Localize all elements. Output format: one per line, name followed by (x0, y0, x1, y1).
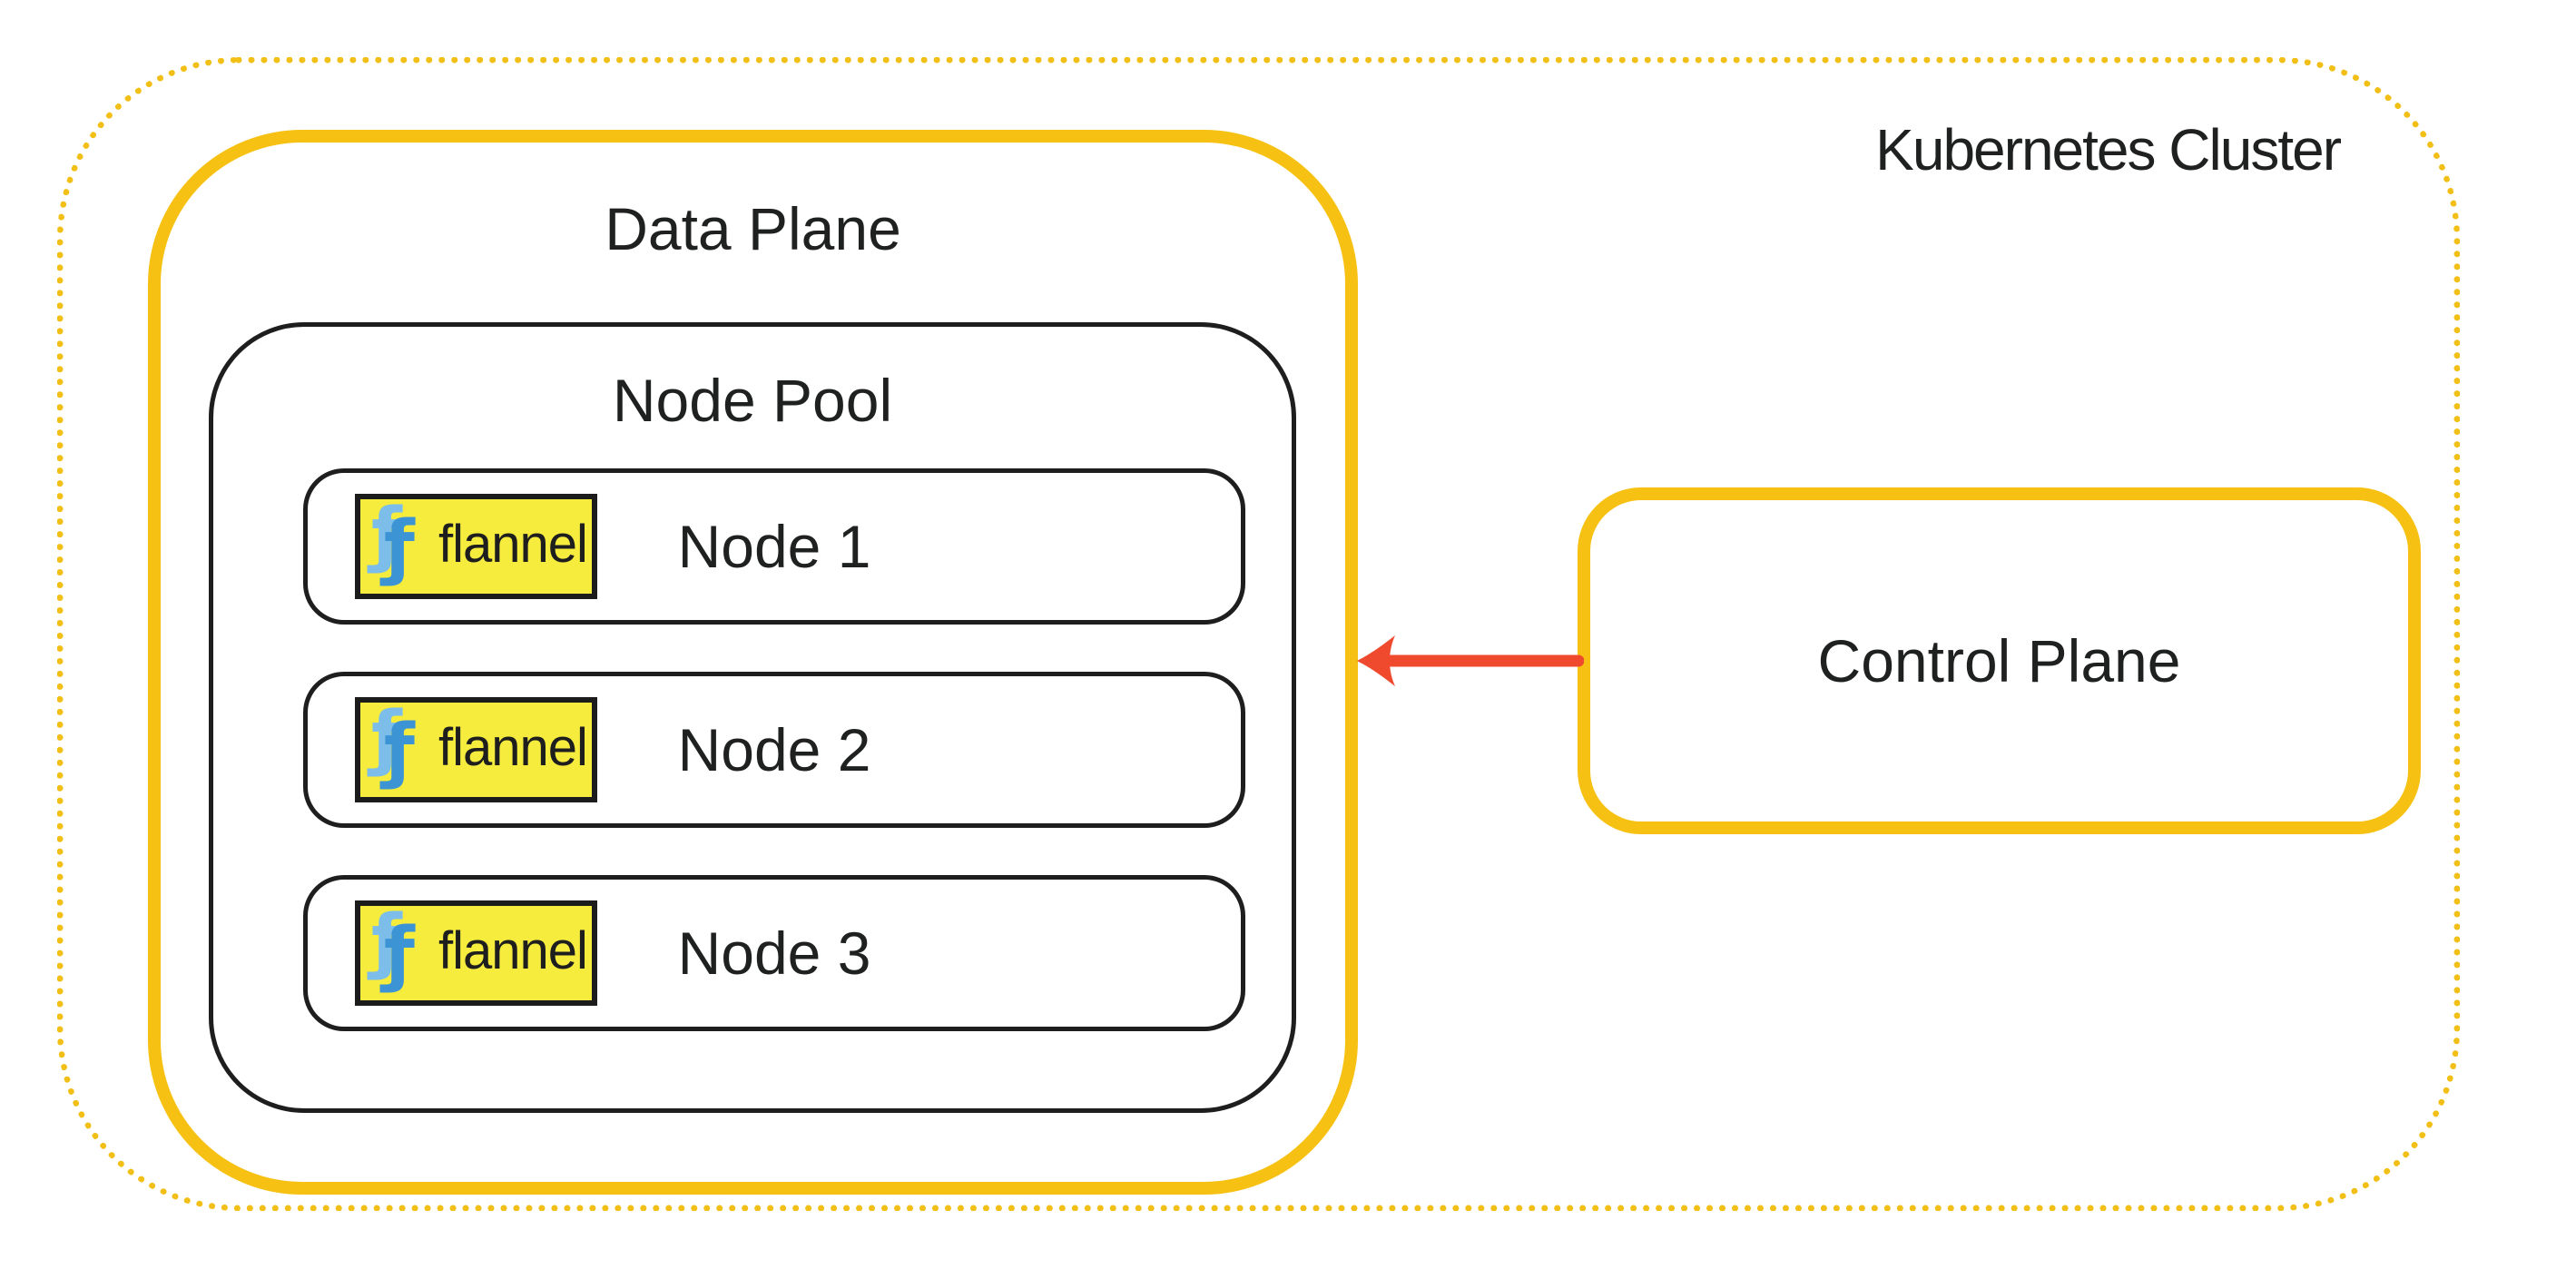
flannel-badge-label: flannel (438, 717, 588, 777)
node-2-label: Node 2 (677, 716, 871, 783)
flannel-logo-icon: ƒ ƒ (369, 494, 437, 592)
node-1-box: Node 1 ƒ ƒ flannel (303, 468, 1245, 625)
node-pool-title: Node Pool (612, 367, 893, 434)
flannel-logo-icon: ƒ ƒ (369, 697, 437, 795)
node-3-label: Node 3 (677, 920, 871, 987)
flannel-glyph-back: ƒ (371, 494, 402, 576)
node-1-label: Node 1 (677, 513, 871, 580)
control-to-data-plane-arrow-icon (1357, 635, 1584, 686)
flannel-glyph-back: ƒ (371, 697, 402, 779)
flannel-badge-label: flannel (438, 920, 588, 980)
node-3-box: Node 3 ƒ ƒ flannel (303, 875, 1245, 1031)
flannel-glyph-back: ƒ (371, 900, 402, 982)
control-plane-box: Control Plane (1578, 487, 2421, 834)
node-2-box: Node 2 ƒ ƒ flannel (303, 672, 1245, 828)
data-plane-box: Data Plane Node Pool Node 1 ƒ ƒ flannel … (148, 130, 1358, 1195)
flannel-badge: ƒ ƒ flannel (355, 900, 597, 1006)
flannel-badge: ƒ ƒ flannel (355, 697, 597, 802)
flannel-badge-label: flannel (438, 514, 588, 574)
flannel-glyph-front: ƒ (384, 913, 415, 995)
control-plane-label: Control Plane (1817, 627, 2181, 694)
kubernetes-cluster-boundary (57, 57, 2460, 1211)
flannel-glyph-front: ƒ (384, 507, 415, 588)
data-plane-title: Data Plane (605, 195, 901, 262)
flannel-logo-icon: ƒ ƒ (369, 900, 437, 999)
flannel-glyph-front: ƒ (384, 710, 415, 792)
cluster-title: Kubernetes Cluster (1875, 117, 2342, 182)
flannel-badge: ƒ ƒ flannel (355, 494, 597, 599)
node-pool-box: Node Pool Node 1 ƒ ƒ flannel Node 2 ƒ ƒ (209, 322, 1296, 1113)
